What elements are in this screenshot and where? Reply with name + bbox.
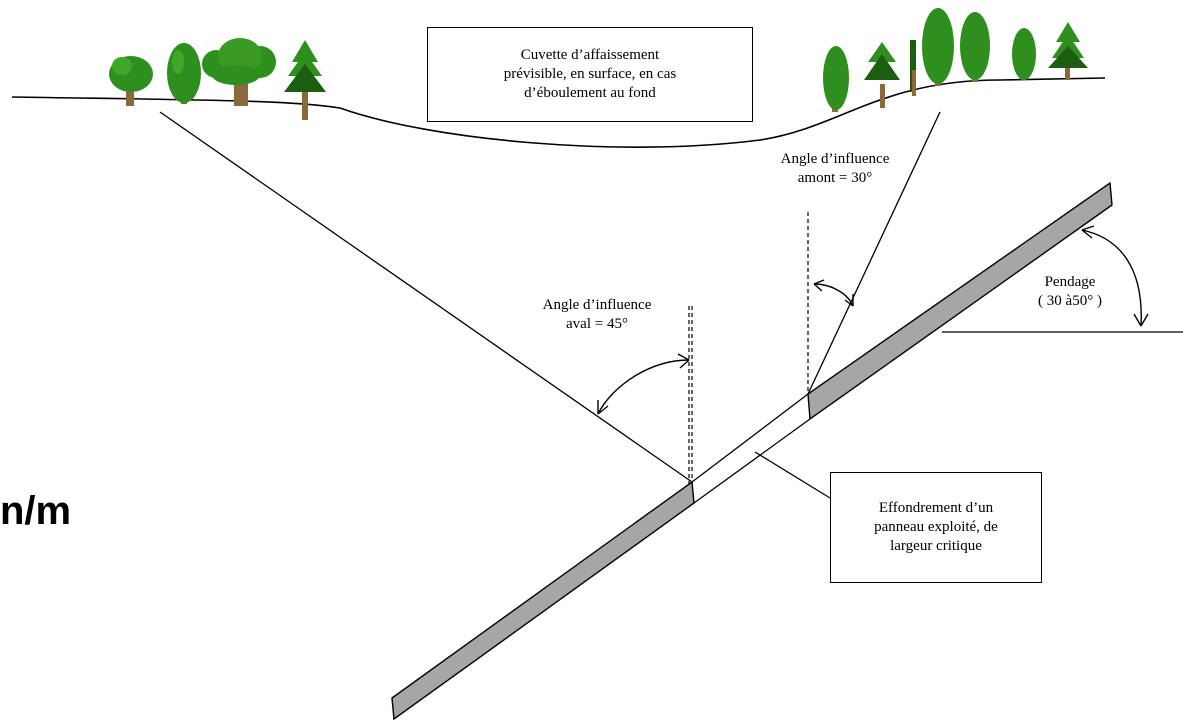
tree-icon — [167, 43, 201, 104]
collapse-label: Effondrement d’un panneau exploité, de l… — [874, 500, 998, 554]
tree-icon — [823, 46, 849, 112]
seam-upper-segment — [807, 181, 1113, 421]
tree-icon — [1012, 28, 1036, 80]
tree-icon — [109, 56, 153, 106]
upstream-angle-label: Angle d’influence amont = 30° — [780, 151, 890, 186]
seam-lower-segment — [391, 480, 695, 720]
cropped-edge-text: n/m — [0, 489, 72, 533]
upstream-angle-arc — [813, 279, 854, 307]
tree-icon — [202, 38, 276, 106]
tree-icon — [1048, 22, 1088, 80]
tree-icon — [960, 12, 990, 82]
subsidence-bowl-label: Cuvette d’affaissement prévisible, en su… — [503, 47, 677, 101]
upstream-influence-line — [807, 111, 941, 395]
collapse-leader-line — [754, 451, 831, 499]
tree-icon — [864, 42, 900, 108]
tree-icon — [284, 40, 326, 120]
collapse-label-box: Effondrement d’un panneau exploité, de l… — [830, 472, 1042, 583]
collapsed-panel-top-edge — [691, 393, 809, 483]
dip-angle-arc — [1081, 225, 1149, 327]
tree-icon — [910, 40, 916, 96]
downstream-angle-label: Angle d’influence aval = 45° — [542, 297, 652, 332]
ground-surface-line — [11, 77, 1106, 148]
downstream-influence-line — [159, 111, 693, 483]
downstream-angle-arc — [597, 353, 690, 415]
trees-left-group — [109, 38, 326, 120]
trees-right-group — [823, 8, 1088, 112]
tree-icon — [922, 8, 954, 86]
subsidence-bowl-label-box: Cuvette d’affaissement prévisible, en su… — [427, 27, 753, 122]
collapsed-panel-bottom-edge — [693, 418, 811, 504]
dip-label: Pendage ( 30 à50° ) — [1038, 274, 1102, 309]
